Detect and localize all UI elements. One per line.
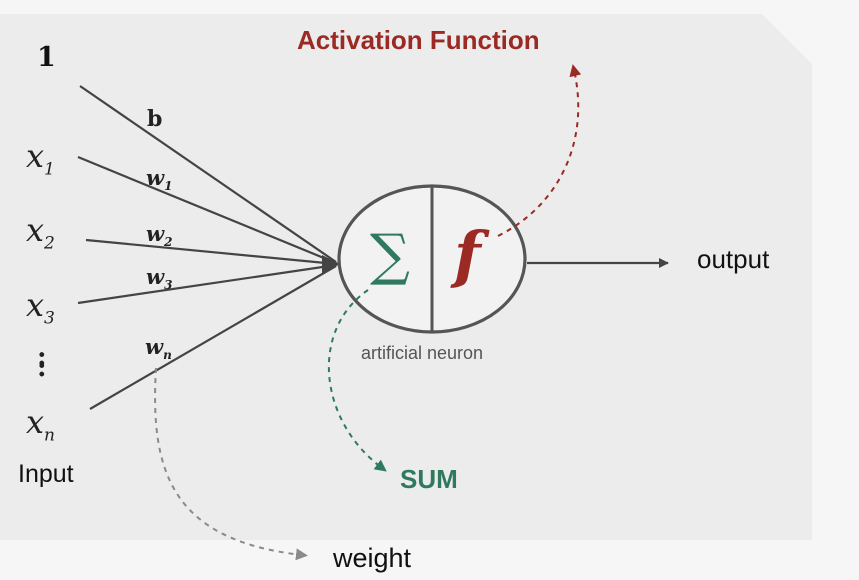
activation-arrow — [497, 64, 582, 237]
input-line-3 — [77, 263, 337, 305]
weight-w3: w3 — [146, 266, 172, 291]
ellipsis-bottom: : — [37, 352, 47, 383]
input-line-2 — [85, 238, 337, 266]
input-xn-var: x — [26, 403, 45, 441]
bias-input-label: 1 — [37, 42, 56, 73]
weight-label: weight — [333, 543, 412, 573]
weight-w1: w1 — [146, 167, 172, 192]
input-x3: x3 — [26, 289, 55, 327]
input-x1: x1 — [26, 140, 55, 178]
input-x2-var: x — [26, 211, 45, 249]
weight-wn-sub: n — [163, 348, 172, 363]
input-xn: xn — [26, 406, 55, 444]
input-line-1 — [77, 155, 337, 265]
ellipsis-top: : — [37, 342, 47, 372]
weight-w2-sub: 2 — [164, 235, 173, 250]
input-lines — [77, 85, 337, 410]
weight-w3-var: w — [146, 264, 165, 289]
weight-wn-var: w — [145, 334, 164, 359]
input-x3-sub: 3 — [44, 308, 55, 329]
weight-w3-sub: 3 — [164, 278, 173, 293]
bias-weight-label: b — [147, 106, 163, 132]
input-x1-sub: 1 — [44, 159, 55, 180]
sum-label: SUM — [400, 464, 458, 494]
weight-w2: w2 — [146, 223, 172, 248]
input-x3-var: x — [26, 286, 45, 324]
activation-symbol: f — [454, 218, 481, 291]
weight-wn: wn — [145, 336, 172, 361]
weight-w1-var: w — [146, 165, 165, 190]
convergence-arrowhead — [322, 255, 340, 274]
weight-w1-sub: 1 — [164, 179, 173, 194]
input-xn-sub: n — [44, 425, 55, 446]
artificial-neuron-label: artificial neuron — [361, 343, 484, 363]
activation-function-label: Activation Function — [297, 25, 540, 55]
output-label: output — [697, 244, 770, 274]
bias-line — [79, 85, 337, 263]
input-ellipsis: :: — [37, 344, 47, 381]
weight-w2-var: w — [146, 221, 165, 246]
input-label: Input — [18, 460, 74, 488]
sum-symbol: ∑ — [370, 223, 410, 288]
input-x2-sub: 2 — [44, 233, 55, 254]
input-line-n — [89, 265, 337, 410]
input-x2: x2 — [26, 214, 55, 252]
neuron-node — [337, 184, 527, 334]
input-x1-var: x — [26, 137, 45, 175]
